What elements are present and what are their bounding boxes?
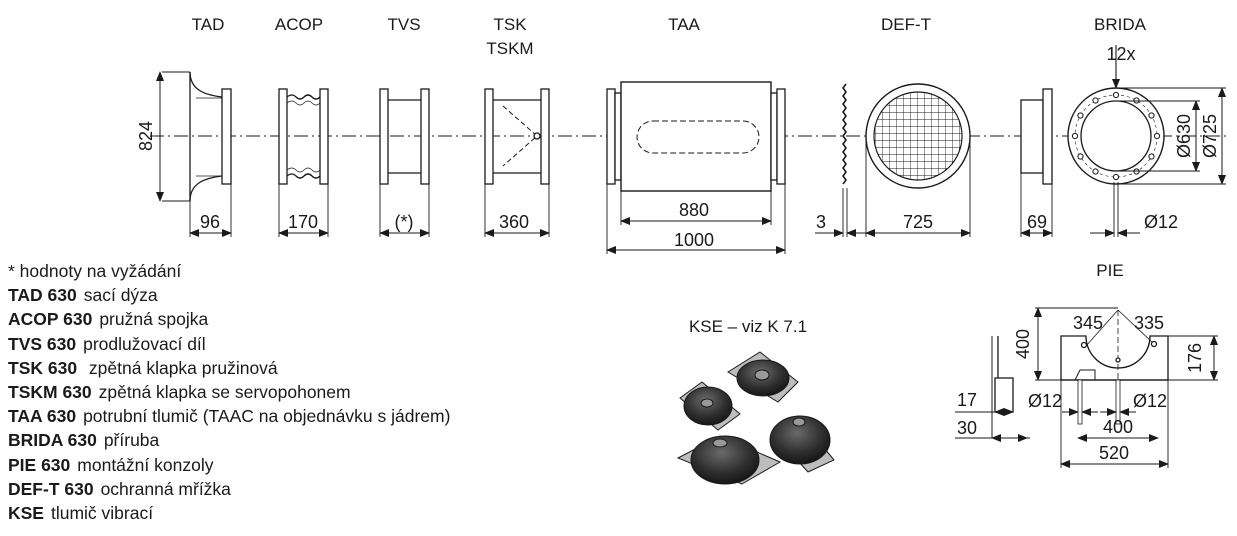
legend-code: TSKM 630	[8, 382, 92, 403]
label-tskm: TSKM	[486, 39, 533, 58]
legend-code: TAA 630	[8, 406, 77, 427]
kse-mount-1	[727, 351, 799, 403]
dim-flange-width: 69	[1027, 212, 1047, 232]
legend-text: zpětná klapka pružinová	[84, 357, 278, 378]
pie-bracket	[991, 309, 1169, 438]
legend-item: ACOP 630 pružná spojka	[8, 307, 450, 331]
pie-angle-335: 335	[1134, 313, 1164, 333]
bolt-hole	[1112, 91, 1120, 99]
legend-item: KSE tlumič vibrací	[8, 501, 450, 525]
taa-silencer	[606, 81, 786, 192]
label-brida: BRIDA	[1094, 15, 1147, 34]
dim-taa-total: 1000	[674, 230, 714, 250]
pie-title: PIE	[1096, 261, 1123, 280]
legend-text: příruba	[103, 430, 160, 451]
pie-hole-right: Ø12	[1133, 391, 1167, 411]
bolt-hole	[1092, 97, 1099, 104]
legend-text: ochranná mřížka	[100, 478, 231, 499]
bolt-hole	[1148, 153, 1155, 160]
pie-hole-left: Ø12	[1028, 391, 1062, 411]
legend-code: KSE	[8, 503, 44, 524]
legend-item: TSKM 630 zpětná klapka se servopohonem	[8, 380, 450, 404]
dim-brida-inner: Ø630	[1174, 114, 1194, 158]
pie-angle-345: 345	[1073, 313, 1103, 333]
bolt-hole	[1153, 132, 1161, 140]
dim-tad-height: 824	[136, 121, 156, 151]
kse-mount-4	[769, 415, 835, 473]
label-tsk: TSK	[493, 15, 527, 34]
dim-tvs-length: (*)	[395, 212, 414, 232]
pie-dim-17: 17	[957, 390, 977, 410]
label-acop: ACOP	[275, 15, 323, 34]
tad-nozzle	[162, 71, 232, 202]
label-taa: TAA	[668, 15, 700, 34]
legend-item: DEF-T 630 ochranná mřížka	[8, 477, 450, 501]
legend-code: DEF-T 630	[8, 478, 94, 499]
legend-text: prodlužovací díl	[83, 333, 206, 354]
pie-dim-400v: 400	[1013, 329, 1033, 359]
legend-code: TAD 630	[8, 285, 77, 306]
bolt-hole	[1071, 132, 1079, 140]
kse-dampers	[676, 351, 835, 485]
bolt-hole	[1133, 168, 1140, 175]
label-tad: TAD	[192, 15, 225, 34]
legend-item: PIE 630 montážní konzoly	[8, 453, 450, 477]
legend-code: PIE 630	[8, 454, 71, 475]
legend-text: potrubní tlumič (TAAC na objednávku s já…	[83, 406, 451, 427]
label-tvs: TVS	[387, 15, 420, 34]
dim-acop-length: 170	[288, 212, 318, 232]
deft-guard-side	[842, 83, 847, 185]
legend-code: BRIDA 630	[8, 430, 97, 451]
dim-taa-body: 880	[679, 200, 709, 220]
legend-text: tlumič vibrací	[50, 503, 154, 524]
dim-deft-depth: 3	[816, 212, 826, 232]
label-deft: DEF-T	[881, 15, 931, 34]
bolt-hole	[1148, 112, 1155, 119]
brida-flange-side	[1020, 88, 1053, 185]
bolt-hole	[1092, 168, 1099, 175]
dim-brida-outer: Ø725	[1200, 114, 1220, 158]
note-on-request: * hodnoty na vyžádání	[8, 259, 450, 283]
dim-brida-hole: Ø12	[1144, 212, 1178, 232]
dim-tad-length: 96	[200, 212, 220, 232]
tvs-extension	[379, 88, 430, 185]
pie-dim-400h: 400	[1103, 417, 1133, 437]
kse-mount-2	[679, 381, 741, 431]
legend-code: TVS 630	[8, 333, 77, 354]
kse-mount-3	[676, 435, 782, 485]
dim-tsk-length: 360	[499, 212, 529, 232]
legend-code: ACOP 630	[8, 309, 93, 330]
legend-item: TAD 630 sací dýza	[8, 283, 450, 307]
bolt-hole	[1112, 173, 1120, 181]
pie-dim-176: 176	[1185, 343, 1205, 373]
acop-connector	[278, 88, 329, 185]
legend-item: TVS 630 prodlužovací díl	[8, 332, 450, 356]
dim-deft-diameter: 725	[903, 212, 933, 232]
tsk-damper	[484, 88, 550, 185]
bolt-hole	[1077, 153, 1084, 160]
legend: * hodnoty na vyžádání TAD 630 sací dýza A…	[8, 259, 450, 525]
brida-flange-front	[1067, 87, 1165, 185]
pie-dim-520: 520	[1099, 443, 1129, 463]
legend-text: zpětná klapka se servopohonem	[98, 382, 351, 403]
bolt-hole	[1133, 97, 1140, 104]
kse-caption: KSE – viz K 7.1	[689, 317, 807, 336]
bolt-hole	[1077, 112, 1084, 119]
deft-guard-front	[865, 83, 971, 189]
legend-text: pružná spojka	[99, 309, 209, 330]
legend-item: BRIDA 630 příruba	[8, 428, 450, 452]
legend-code: TSK 630	[8, 357, 78, 378]
pie-dim-30: 30	[957, 418, 977, 438]
legend-item: TAA 630 potrubní tlumič (TAAC na objednáv…	[8, 404, 450, 428]
legend-item: TSK 630 zpětná klapka pružinová	[8, 356, 450, 380]
note-text: * hodnoty na vyžádání	[8, 261, 182, 281]
legend-text: montážní konzoly	[77, 454, 214, 475]
legend-text: sací dýza	[83, 285, 158, 306]
dim-brida-holes: 12x	[1106, 44, 1135, 64]
